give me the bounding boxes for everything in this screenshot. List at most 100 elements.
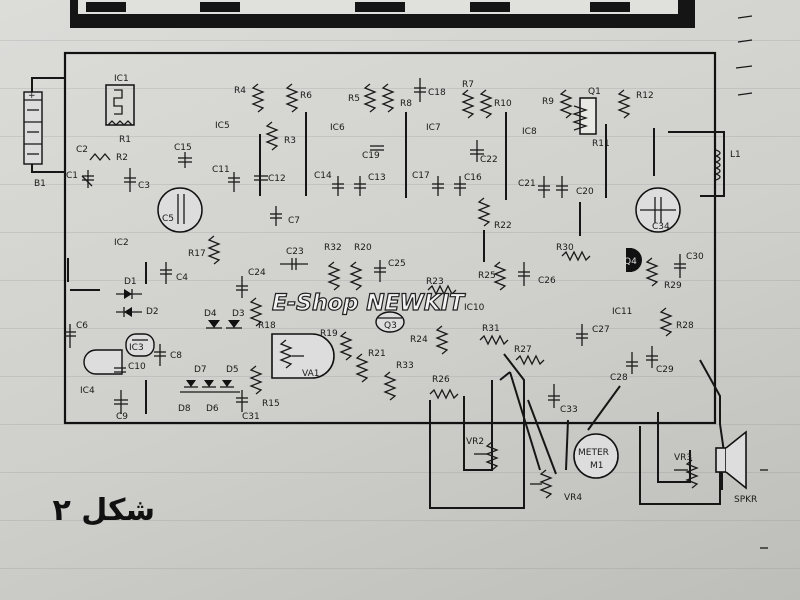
ruled-line — [0, 40, 800, 41]
label-r31: R31 — [482, 324, 500, 334]
label-c16: C16 — [464, 173, 482, 183]
label-c34: C34 — [652, 222, 670, 232]
capacitor-c11 — [228, 172, 240, 192]
capacitor-c6 — [64, 324, 76, 348]
label-r21: R21 — [368, 349, 386, 359]
label-r5: R5 — [348, 94, 360, 104]
ruled-line — [0, 280, 800, 281]
label-d4: D4 — [204, 309, 217, 319]
label-r7: R7 — [462, 80, 474, 90]
capacitor-c26 — [518, 262, 530, 286]
label-d7: D7 — [194, 365, 207, 375]
resistor-r19 — [339, 331, 353, 361]
resistor-r21 — [355, 353, 369, 383]
label-c5: C5 — [162, 214, 174, 224]
capacitor-c28 — [626, 352, 638, 374]
resistor-r28 — [659, 307, 673, 337]
capacitor-c4 — [160, 262, 172, 284]
resistor-r22 — [477, 197, 491, 227]
label-c11: C11 — [212, 165, 230, 175]
resistor-r26 — [429, 388, 459, 400]
capacitor-c25 — [374, 260, 386, 282]
margin-ticks — [735, 15, 768, 549]
label-r9: R9 — [542, 97, 554, 107]
ruled-line — [0, 424, 800, 425]
label-c26: C26 — [538, 276, 556, 286]
resistor-r3 — [265, 121, 279, 151]
label-c14: C14 — [314, 171, 332, 181]
capacitor-c22 — [470, 140, 484, 162]
label-c3: C3 — [138, 181, 150, 191]
label-d1: D1 — [124, 277, 137, 287]
label-r32: R32 — [324, 243, 342, 253]
label-r2: R2 — [116, 153, 128, 163]
resistor-r33 — [383, 371, 397, 401]
diode-d1 — [116, 289, 142, 299]
label-ic7: IC7 — [426, 123, 441, 133]
label-ic6: IC6 — [330, 123, 345, 133]
label-d8: D8 — [178, 404, 191, 414]
label-r30: R30 — [556, 243, 574, 253]
label-c29: C29 — [656, 365, 674, 375]
resistor-r17 — [207, 235, 221, 265]
capacitor-c21 — [538, 176, 550, 198]
resistor-r31 — [479, 334, 509, 346]
ruled-line — [0, 568, 800, 569]
label-va1: VA1 — [302, 369, 319, 379]
label-r4: R4 — [234, 86, 246, 96]
label-c9: C9 — [116, 412, 128, 422]
label-b1: B1 — [34, 179, 46, 189]
capacitor-c17 — [432, 176, 444, 196]
capacitor-c30 — [674, 254, 686, 278]
resistor-r5 — [363, 83, 377, 113]
label-c20: C20 — [576, 187, 594, 197]
label-ic2: IC2 — [114, 238, 129, 248]
ruled-line — [0, 136, 800, 137]
ruled-line — [0, 472, 800, 473]
transistor-q4 — [626, 248, 642, 272]
label-vr2: VR2 — [466, 437, 484, 447]
label-c33: C33 — [560, 405, 578, 415]
watermark-text: E-Shop NEWKIT — [272, 291, 466, 316]
label-c25: C25 — [388, 259, 406, 269]
label-c23: C23 — [286, 247, 304, 257]
label-q4: Q4 — [624, 257, 637, 267]
figure-caption: شکل ۲ — [53, 493, 155, 528]
label-c15: C15 — [174, 143, 192, 153]
potentiometer-vr2 — [474, 441, 499, 471]
label-c4: C4 — [176, 273, 188, 283]
resistor-r25 — [493, 261, 507, 291]
label-c17: C17 — [412, 171, 430, 181]
resistor-r9 — [559, 89, 573, 119]
resistor-r15 — [249, 365, 263, 395]
label-c7: C7 — [288, 216, 300, 226]
resistor-r8 — [381, 83, 395, 113]
label-c22: C22 — [480, 155, 498, 165]
label-l1: L1 — [730, 150, 741, 160]
capacitor-c5 — [157, 187, 203, 233]
label-c19: C19 — [362, 151, 380, 161]
potentiometer-vr4 — [530, 469, 553, 499]
ruled-line — [0, 184, 800, 185]
label-r17: R17 — [188, 249, 206, 259]
ruled-line — [0, 376, 800, 377]
capacitor-c29 — [646, 346, 658, 368]
label-c21: C21 — [518, 179, 536, 189]
label-r26: R26 — [432, 375, 450, 385]
capacitor-c33 — [548, 384, 560, 408]
label-c30: C30 — [686, 252, 704, 262]
diode-d4 — [206, 320, 222, 329]
label-r19: R19 — [320, 329, 338, 339]
label-r24: R24 — [410, 335, 428, 345]
label-r6: R6 — [300, 91, 312, 101]
label-ic1: IC1 — [114, 74, 129, 84]
label-r11: R11 — [592, 139, 610, 149]
label-r15: R15 — [262, 399, 280, 409]
meter-m1 — [573, 433, 619, 479]
label-d2: D2 — [146, 307, 159, 317]
transistor-q1 — [571, 97, 597, 135]
label-r10: R10 — [494, 99, 512, 109]
label-r12: R12 — [636, 91, 654, 101]
capacitor-c8 — [154, 344, 166, 366]
ruled-line — [0, 520, 800, 521]
